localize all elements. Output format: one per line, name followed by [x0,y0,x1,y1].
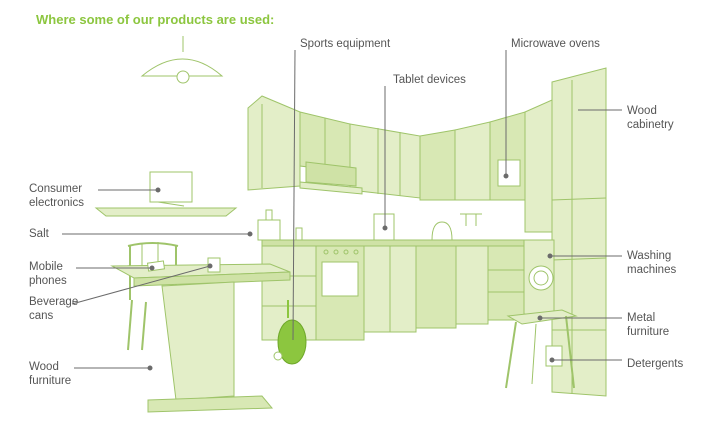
leader-lines [62,49,622,371]
label-salt: Salt [29,228,49,240]
label-washing-machines: Washing machines [627,250,677,276]
lower-cabinets [261,245,525,341]
label-wood-furniture: Wood furniture [29,361,72,387]
tennis-racket [273,300,307,365]
counter-items [257,209,482,241]
label-microwave-ovens: Microwave ovens [511,38,600,50]
table [110,257,291,413]
label-consumer-electronics: Consumer electronics [29,183,84,209]
television [94,171,238,217]
label-sports-equipment: Sports equipment [300,38,391,50]
label-tablet-devices: Tablet devices [393,74,466,86]
label-beverage-cans: Beverage cans [29,296,79,322]
label-wood-cabinetry: Wood cabinetry [627,105,674,131]
ceiling-lamp [140,36,224,84]
label-metal-furniture: Metal furniture [627,312,670,338]
label-detergents: Detergents [627,358,684,370]
leader-sports-equipment [292,49,296,341]
label-mobile-phones: Mobile phones [29,261,67,287]
washing-machine [523,239,555,315]
leader-beverage-cans [71,265,211,305]
diagram-title: Where some of our products are used: [36,12,275,27]
